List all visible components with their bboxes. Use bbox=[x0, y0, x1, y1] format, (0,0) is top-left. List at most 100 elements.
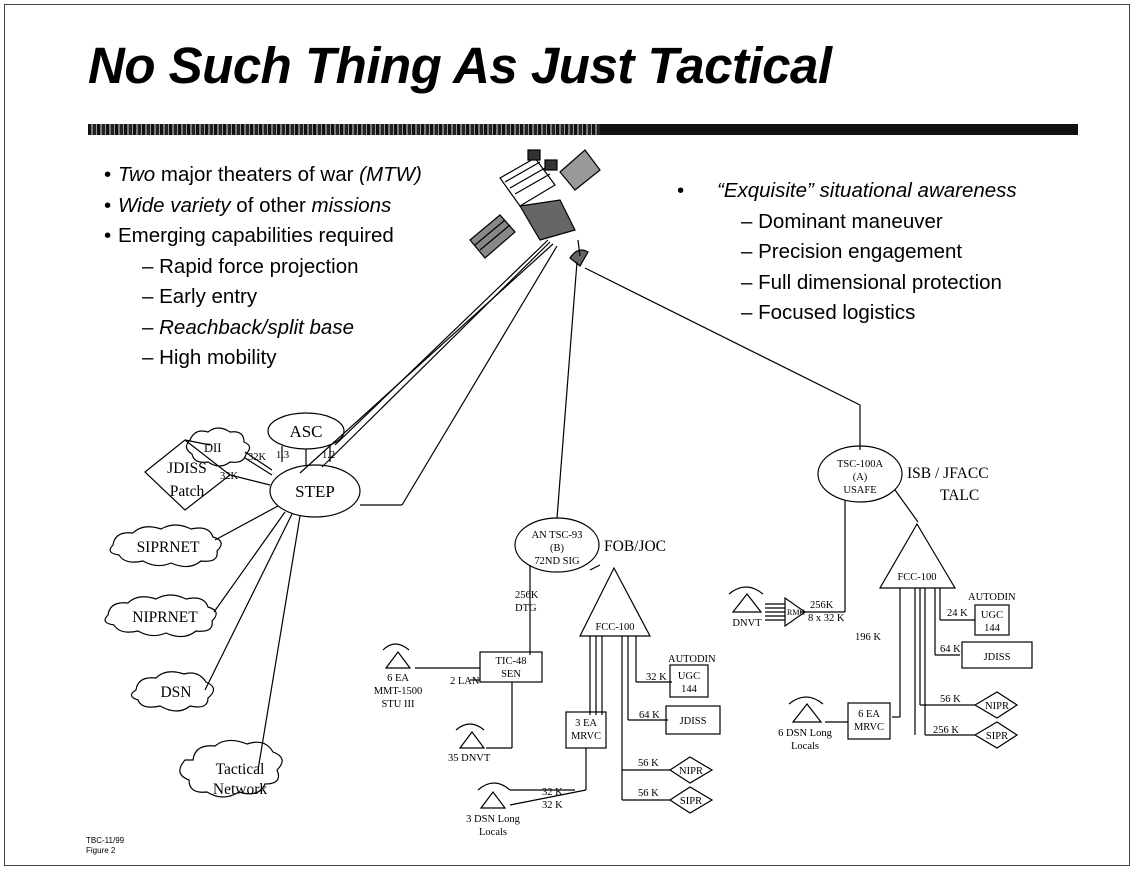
sub-bullet-item: – Reachback/split base bbox=[142, 315, 354, 339]
fcc100-mid-node bbox=[579, 566, 651, 637]
title-rule bbox=[88, 124, 1078, 135]
antenna-icon bbox=[479, 791, 507, 809]
link-speed-label: 32K bbox=[220, 471, 239, 482]
link-speed-label: 196 K bbox=[855, 632, 881, 643]
antenna-icon bbox=[791, 703, 823, 723]
tactical-network-label: Tactical bbox=[216, 761, 265, 778]
step-label: STEP bbox=[295, 482, 335, 501]
sub-bullet-item: – Dominant maneuver bbox=[741, 209, 943, 233]
link-speed-label: 256 K bbox=[933, 725, 959, 736]
dnvt-label: DNVT bbox=[732, 618, 762, 629]
antenna-icon bbox=[384, 651, 412, 669]
tic48-label: TIC-48 bbox=[496, 656, 527, 667]
slide-title: No Such Thing As Just Tactical bbox=[88, 37, 832, 94]
link-speed-label: 32 K bbox=[646, 672, 667, 683]
link-speed-label: 56 K bbox=[638, 788, 659, 799]
sipr-label: SIPR bbox=[680, 796, 702, 807]
tsc93-label: 72ND SIG bbox=[534, 556, 580, 567]
tsc93-label: (B) bbox=[550, 543, 565, 554]
link-speed-label: 56 K bbox=[940, 694, 961, 705]
dii-label: DII bbox=[204, 441, 221, 455]
sub-bullet-item: – Full dimensional protection bbox=[741, 270, 1002, 294]
nipr-right-node bbox=[973, 691, 1019, 719]
ugc-label: UGC bbox=[981, 610, 1003, 621]
lan-label: 2 LAN bbox=[450, 676, 480, 687]
rmc-label: RMC bbox=[787, 608, 805, 617]
sub-bullet-item: – Focused logistics bbox=[741, 301, 916, 324]
satellite-icon bbox=[469, 149, 601, 267]
link-speed-label: 8 x 32 K bbox=[808, 613, 845, 624]
tsc93-node bbox=[514, 517, 600, 573]
dsn-cloud bbox=[130, 671, 215, 712]
sipr-right-node bbox=[973, 721, 1019, 749]
tactical-network-label: Network bbox=[213, 781, 267, 798]
sub-bullet-item: – Precision engagement bbox=[741, 240, 963, 263]
mrvc-label: MRVC bbox=[854, 722, 884, 733]
link-speed-label: DTG bbox=[515, 603, 537, 614]
link-speed-label: 256K bbox=[515, 590, 539, 601]
ugc-label: 144 bbox=[681, 684, 698, 695]
step-node bbox=[269, 464, 361, 518]
tic48-label: SEN bbox=[501, 669, 521, 680]
nipr-label: NIPR bbox=[679, 766, 703, 777]
jdiss-label: JDISS bbox=[984, 652, 1011, 663]
fob-joc-label: FOB/JOC bbox=[604, 538, 666, 555]
link-speed-label: 32 K bbox=[542, 787, 563, 798]
bullet-item: •Emerging capabilities required bbox=[104, 224, 394, 247]
asc-label: ASC bbox=[289, 422, 322, 441]
link-speed-label: 32 K bbox=[542, 800, 563, 811]
niprnet-cloud bbox=[104, 594, 217, 638]
tsc100a-label: (A) bbox=[853, 472, 868, 483]
mrvc-label: MRVC bbox=[571, 731, 601, 742]
tactical-network-cloud bbox=[179, 739, 283, 798]
nipr-mid-node bbox=[668, 756, 714, 784]
antenna-icon bbox=[731, 593, 763, 613]
antenna-icon bbox=[458, 731, 486, 749]
ugc-label: 144 bbox=[984, 623, 1001, 634]
talc-label: TALC bbox=[940, 487, 979, 504]
nipr-label: NIPR bbox=[985, 701, 1009, 712]
siprnet-label: SIPRNET bbox=[137, 539, 200, 556]
autodin-label: AUTODIN bbox=[668, 654, 716, 665]
jdiss-patch-label: Patch bbox=[170, 483, 205, 500]
left-bullet-list: •Two major theaters of war (MTW) •Wide v… bbox=[104, 160, 422, 374]
link-speed-label: 56 K bbox=[638, 758, 659, 769]
mmt-label: STU III bbox=[382, 699, 415, 710]
footer-note: TBC-11/99 Figure 2 bbox=[86, 836, 125, 855]
title-rule-solid bbox=[600, 124, 1078, 135]
ugc-label: UGC bbox=[678, 671, 700, 682]
sub-bullet-item: – High mobility bbox=[142, 346, 277, 369]
link-speed-label: 32K bbox=[248, 452, 267, 463]
asc-link-label: 1.3 bbox=[276, 450, 289, 461]
fcc100-mid-label: FCC-100 bbox=[595, 622, 634, 633]
link-speed-label: 64 K bbox=[940, 644, 961, 655]
mmt-label: MMT-1500 bbox=[374, 686, 423, 697]
dsn-locals-label: 6 DSN Long bbox=[778, 728, 832, 739]
fcc100-right-label: FCC-100 bbox=[897, 572, 936, 583]
link-speed-label: 64 K bbox=[639, 710, 660, 721]
mrvc-label: 6 EA bbox=[858, 709, 880, 720]
dsn-locals-label: 3 DSN Long bbox=[466, 814, 520, 825]
tsc100a-label: TSC-100A bbox=[837, 459, 884, 470]
dsn-label: DSN bbox=[160, 684, 191, 701]
bullet-item: •Two major theaters of war (MTW) bbox=[104, 163, 422, 186]
right-bullet-list: •“Exquisite” situational awareness – Dom… bbox=[677, 176, 1017, 329]
sipr-label: SIPR bbox=[986, 731, 1008, 742]
dsn-locals-label: Locals bbox=[479, 827, 507, 838]
isb-jfacc-label: ISB / JFACC bbox=[907, 465, 989, 482]
sipr-mid-node bbox=[668, 786, 714, 814]
link-speed-label: 24 K bbox=[947, 608, 968, 619]
dnvt-label: 35 DNVT bbox=[448, 753, 491, 764]
tsc100a-node bbox=[817, 445, 903, 503]
autodin-label: AUTODIN bbox=[968, 592, 1016, 603]
bullet-item: •Wide variety of other missions bbox=[104, 193, 392, 217]
sub-bullet-item: – Rapid force projection bbox=[142, 254, 359, 278]
mrvc-label: 3 EA bbox=[575, 718, 597, 729]
dsn-locals-label: Locals bbox=[791, 741, 819, 752]
slide-frame bbox=[4, 4, 1130, 866]
jdiss-label: JDISS bbox=[680, 716, 707, 727]
asc-link-label: 1.2 bbox=[322, 450, 335, 461]
jdiss-patch-label: JDISS bbox=[167, 460, 207, 477]
